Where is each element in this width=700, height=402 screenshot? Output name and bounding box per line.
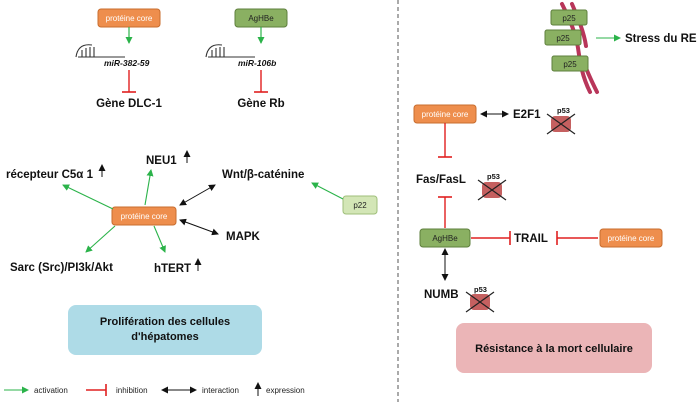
p25-box-2	[544, 29, 582, 46]
stress-re-label: Stress du RE	[625, 33, 697, 45]
recepteur-c5a1-label: récepteur C5α 1	[6, 169, 94, 181]
p25-label-1: p25	[562, 14, 576, 23]
mapk-label: MAPK	[226, 231, 261, 243]
legend-interaction-label: interaction	[202, 386, 239, 395]
proliferation-line2: d'hépatomes	[131, 331, 198, 343]
legend-expression-label: expression	[266, 386, 305, 395]
p25-box-1	[550, 9, 588, 26]
p25-box-3	[551, 55, 589, 72]
p53-blocked-icon	[465, 291, 495, 313]
e2f1-label: E2F1	[513, 109, 541, 121]
aghbe-box-right	[419, 228, 471, 248]
core-protein-box-right-2-label: protéine core	[608, 234, 655, 243]
sarc-pi3k-akt-label: Sarc (Src)/PI3k/Akt	[10, 262, 113, 274]
p25-label-3: p25	[563, 60, 577, 69]
gene-rb-label: Gène Rb	[237, 98, 284, 110]
gene-dlc1-label: Gène DLC-1	[96, 98, 162, 110]
resistance-panel	[456, 323, 652, 373]
p22-box	[342, 195, 378, 215]
neu1-label: NEU1	[146, 155, 177, 167]
numb-label: NUMB	[424, 289, 459, 301]
aghbe-box-1-label: AgHBe	[248, 14, 274, 23]
core-protein-box-center	[111, 206, 177, 226]
mirna-382-label: miR-382-59	[104, 58, 150, 68]
trail-label: TRAIL	[514, 233, 548, 245]
interaction-arrow	[179, 218, 219, 236]
interaction-arrow	[179, 184, 216, 206]
activation-arrow	[153, 225, 166, 253]
activation-arrow	[311, 182, 344, 200]
wnt-beta-catenin-label: Wnt/β-caténine	[222, 169, 304, 181]
p53-blocked-icon	[546, 113, 576, 135]
p53-blocked-icon	[477, 179, 507, 201]
p53-label-1: p53	[557, 106, 570, 115]
aghbe-box-right-label: AgHBe	[432, 234, 458, 243]
htert-label: hTERT	[154, 263, 191, 275]
p22-label: p22	[353, 201, 367, 210]
core-protein-box-center-label: protéine core	[121, 212, 168, 221]
legend-inhibition-label: inhibition	[116, 386, 148, 395]
core-protein-box-right-2	[599, 228, 663, 248]
mirna-hairpin-icon	[75, 44, 125, 58]
proliferation-panel	[68, 305, 262, 355]
core-protein-box-right-label: protéine core	[422, 110, 469, 119]
activation-arrow	[144, 169, 154, 206]
p53-label-2: p53	[487, 172, 500, 181]
core-protein-box-1-label: protéine core	[106, 14, 153, 23]
legend-activation-label: activation	[34, 386, 68, 395]
p25-label-2: p25	[556, 34, 570, 43]
proliferation-line1: Prolifération des cellules	[100, 316, 230, 328]
activation-arrow	[85, 225, 116, 253]
p53-label-3: p53	[474, 285, 487, 294]
fas-fasl-label: Fas/FasL	[416, 174, 466, 186]
activation-arrow	[62, 184, 114, 210]
mirna-106b-label: miR-106b	[238, 58, 276, 68]
mirna-hairpin-icon	[205, 44, 255, 58]
resistance-label: Résistance à la mort cellulaire	[475, 343, 633, 355]
